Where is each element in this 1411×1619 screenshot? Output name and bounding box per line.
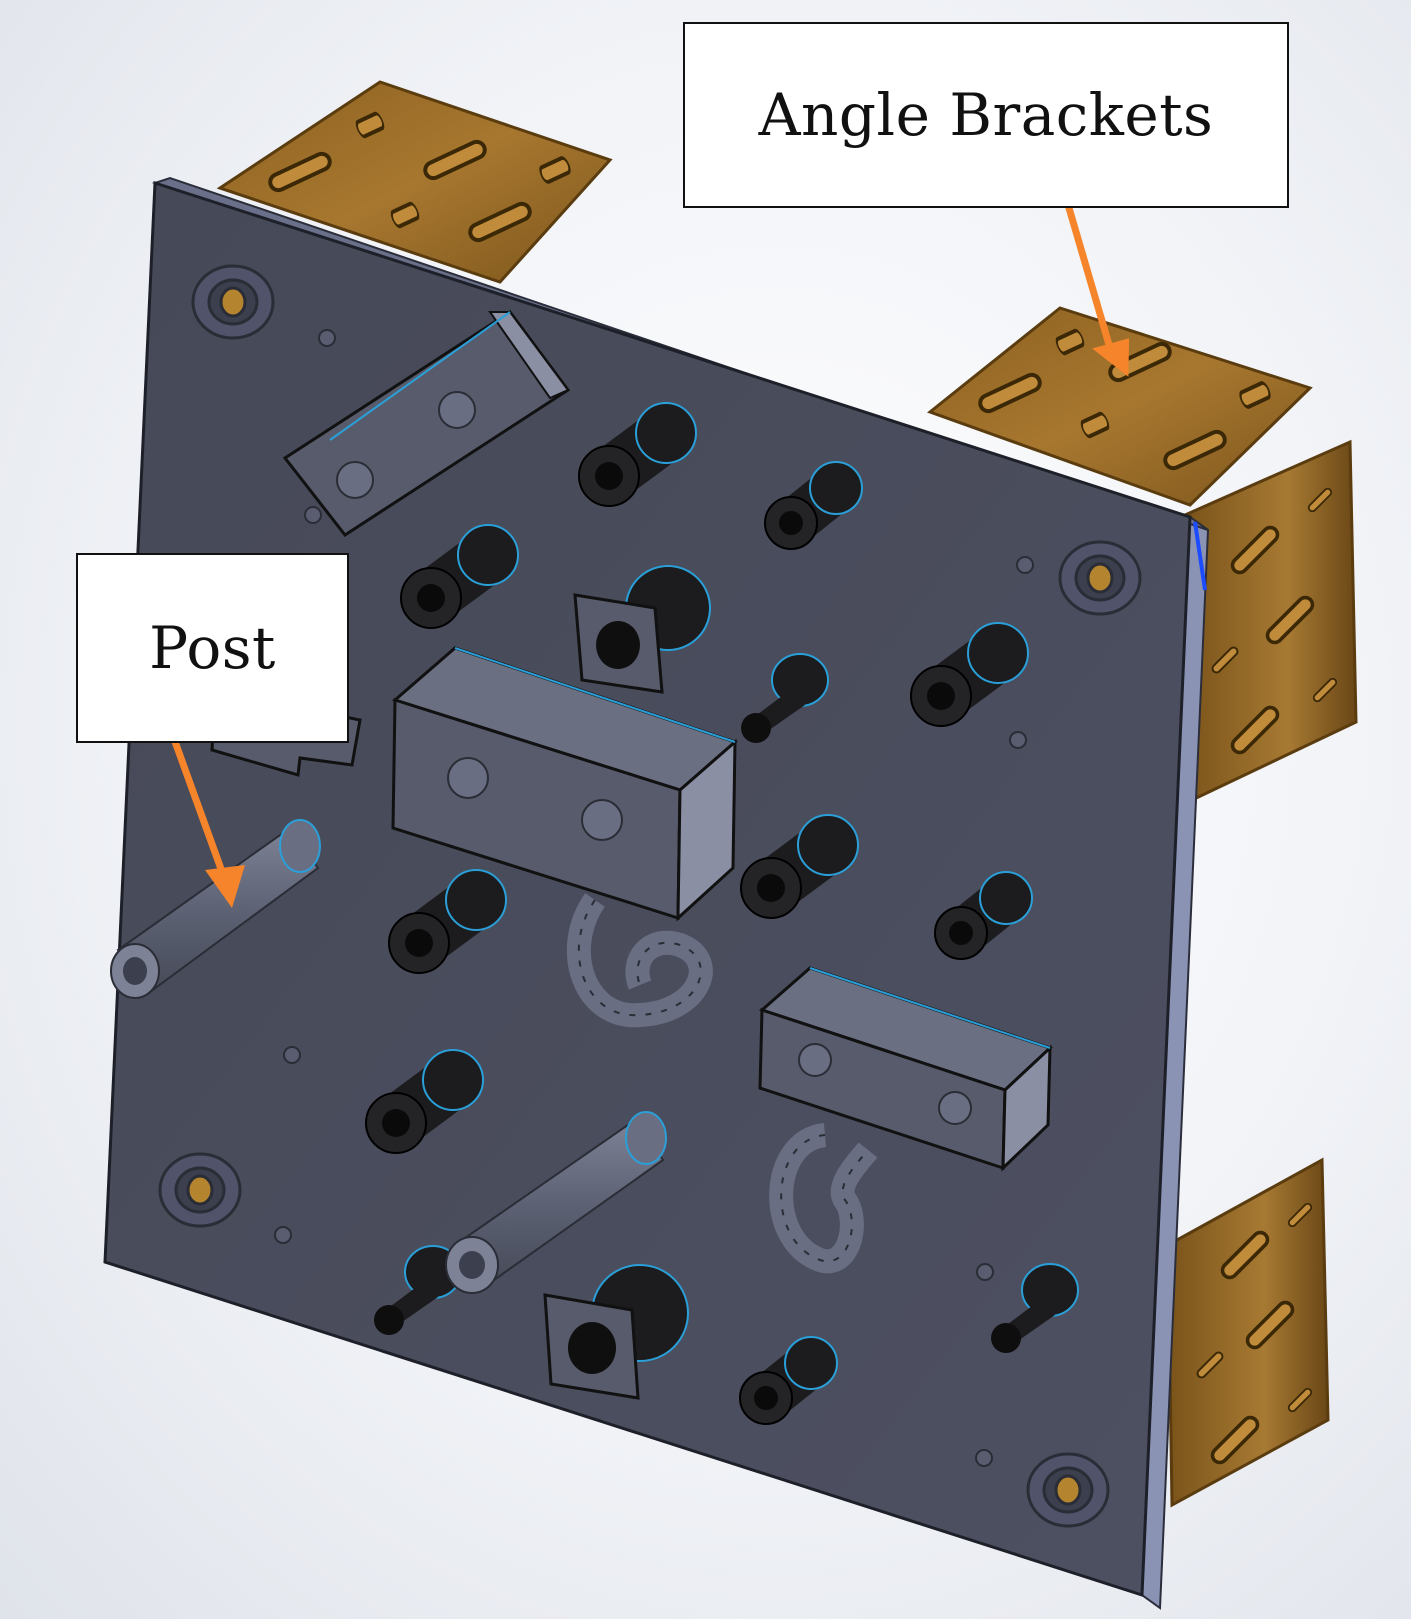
spacer-with-washer-upper	[573, 565, 711, 694]
small-holes	[274, 329, 1034, 1467]
angle-brackets-label: Angle Brackets	[758, 81, 1214, 149]
spacers	[365, 402, 1033, 1425]
angle-bracket-right-lower	[1166, 1157, 1330, 1508]
cable-chain-upper	[566, 893, 713, 1028]
post-bottom	[445, 1111, 667, 1294]
block-center	[391, 646, 738, 922]
block-right	[758, 966, 1053, 1172]
post-left	[110, 819, 321, 999]
angle-bracket-top-left	[216, 80, 613, 284]
block-top	[282, 309, 571, 538]
post-label: Post	[149, 614, 276, 682]
post-callout: Post	[76, 553, 349, 743]
angle-bracket-right-upper	[1183, 439, 1358, 803]
studs	[374, 653, 1079, 1353]
spacer-with-washer-lower	[543, 1264, 689, 1400]
corner-holes	[158, 264, 1142, 1528]
angle-brackets-callout: Angle Brackets	[683, 22, 1289, 208]
angle-bracket-top-right	[926, 306, 1313, 507]
cable-chain-lower	[769, 1123, 878, 1274]
